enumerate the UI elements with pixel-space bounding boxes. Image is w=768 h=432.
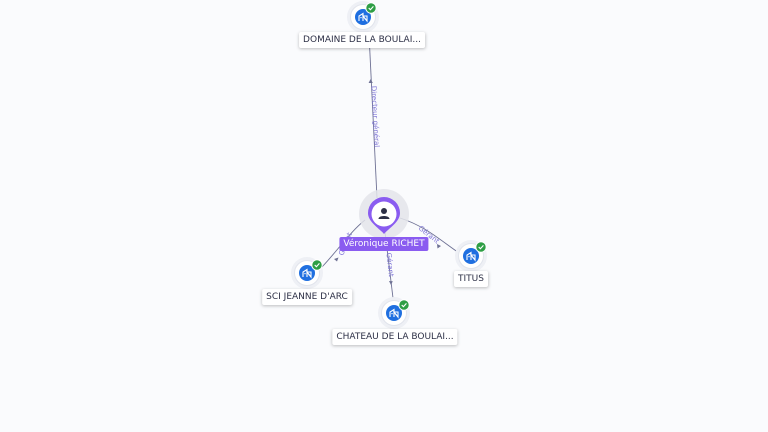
check-badge-icon	[398, 299, 410, 311]
company-label-domaine[interactable]: DOMAINE DE LA BOULAI...	[299, 32, 425, 48]
arrowhead-icon	[334, 257, 339, 262]
company-label-sci[interactable]: SCI JEANNE D'ARC	[262, 289, 352, 305]
arrowhead-icon	[389, 281, 393, 285]
person-icon	[378, 208, 390, 219]
edge-directeur-general: Directeur général	[368, 33, 381, 199]
edge-label-directeur-general: Directeur général	[370, 86, 381, 148]
check-badge-icon	[311, 259, 323, 271]
company-node-sci[interactable]	[291, 257, 323, 289]
company-label-chateau[interactable]: CHATEAU DE LA BOULAI...	[332, 329, 458, 345]
check-badge-icon	[365, 2, 377, 14]
company-node-titus[interactable]	[455, 240, 487, 272]
company-node-chateau[interactable]	[378, 297, 410, 329]
person-node[interactable]	[359, 189, 409, 239]
arrowhead-icon	[368, 79, 373, 83]
person-name-label[interactable]: Véronique RICHET	[339, 237, 429, 251]
arrowhead-icon	[437, 244, 441, 249]
check-badge-icon	[475, 241, 487, 253]
company-label-titus[interactable]: TITUS	[454, 271, 488, 287]
company-node-domaine[interactable]	[347, 1, 379, 33]
edge-label-gerant-chateau: Gérant	[385, 252, 395, 277]
